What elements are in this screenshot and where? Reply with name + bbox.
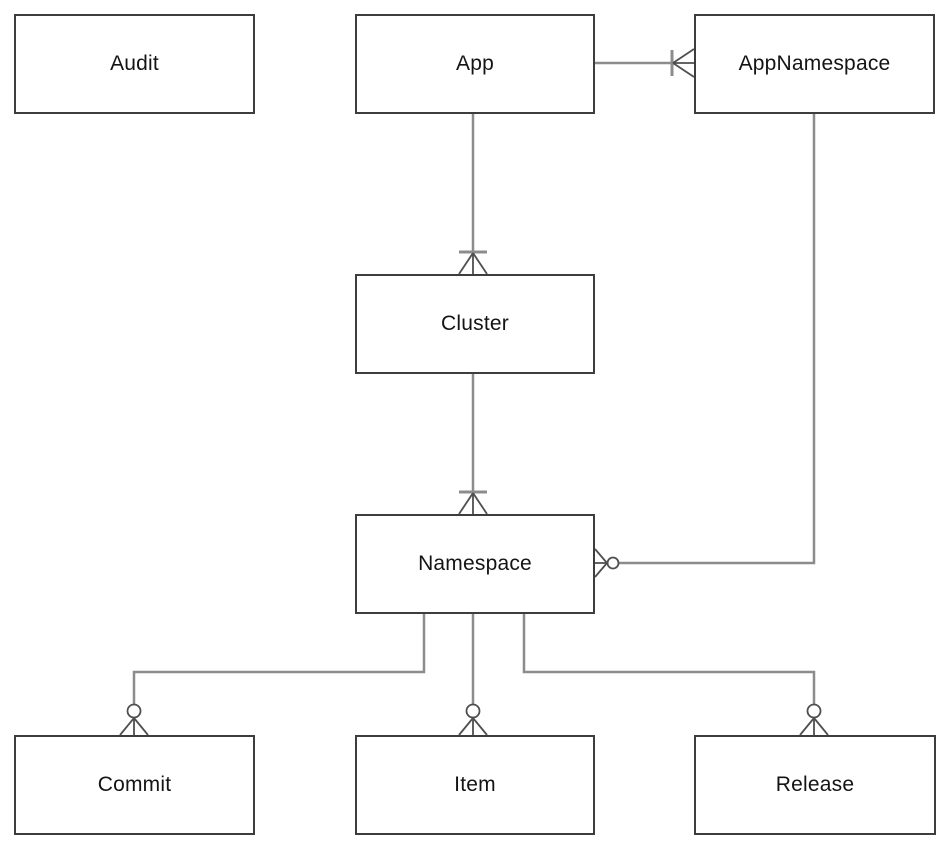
entity-namespace: Namespace [355,514,595,614]
entity-audit: Audit [14,14,255,114]
connector-namespace-commit [119,614,426,736]
entity-release-label: Release [775,773,855,796]
entity-release: Release [694,735,936,835]
entity-commit: Commit [14,735,255,835]
entity-audit-label: Audit [110,52,159,75]
connector-cluster-namespace [458,374,488,515]
entity-appnamespace: AppNamespace [694,14,935,114]
entity-commit-label: Commit [97,773,172,796]
connector-namespace-release [522,614,829,736]
entity-appnamespace-label: AppNamespace [738,52,891,75]
entity-app: App [355,14,595,114]
entity-cluster-label: Cluster [441,312,509,335]
connector-app-appnamespace [595,48,695,78]
connector-appnamespace-namespace [594,114,816,578]
connector-app-cluster [458,114,488,275]
entity-namespace-label: Namespace [418,552,532,575]
entity-cluster: Cluster [355,274,595,374]
entity-app-label: App [456,52,494,75]
connector-namespace-item [458,614,488,736]
entity-item: Item [355,735,595,835]
entity-item-label: Item [454,773,496,796]
